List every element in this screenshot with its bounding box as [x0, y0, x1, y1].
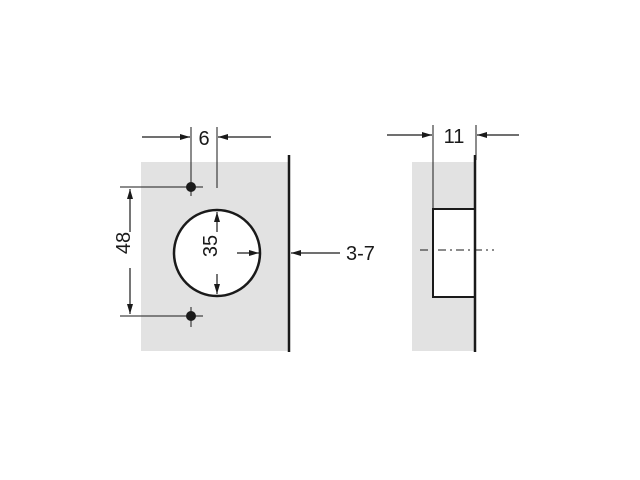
cup-hole-circle — [172, 208, 262, 298]
dimension-label-48: 48 — [113, 232, 135, 254]
dimension-hole-offset: 6 — [142, 127, 271, 188]
dimension-label-3-7: 3-7 — [346, 243, 375, 265]
cup-recess — [432, 208, 476, 298]
dimension-label-35: 35 — [200, 235, 222, 257]
dimension-cup-diameter: 35 — [200, 212, 259, 294]
dimension-edge-distance: 3-7 — [291, 243, 375, 265]
dimension-cup-depth: 11 — [387, 125, 519, 209]
dimension-label-11: 11 — [444, 126, 465, 148]
dimension-label-6: 6 — [198, 128, 209, 150]
side-view: 11 — [387, 125, 519, 352]
dimension-hole-spacing: 48 — [113, 186, 186, 317]
front-view: 6 48 35 3-7 — [113, 127, 375, 352]
